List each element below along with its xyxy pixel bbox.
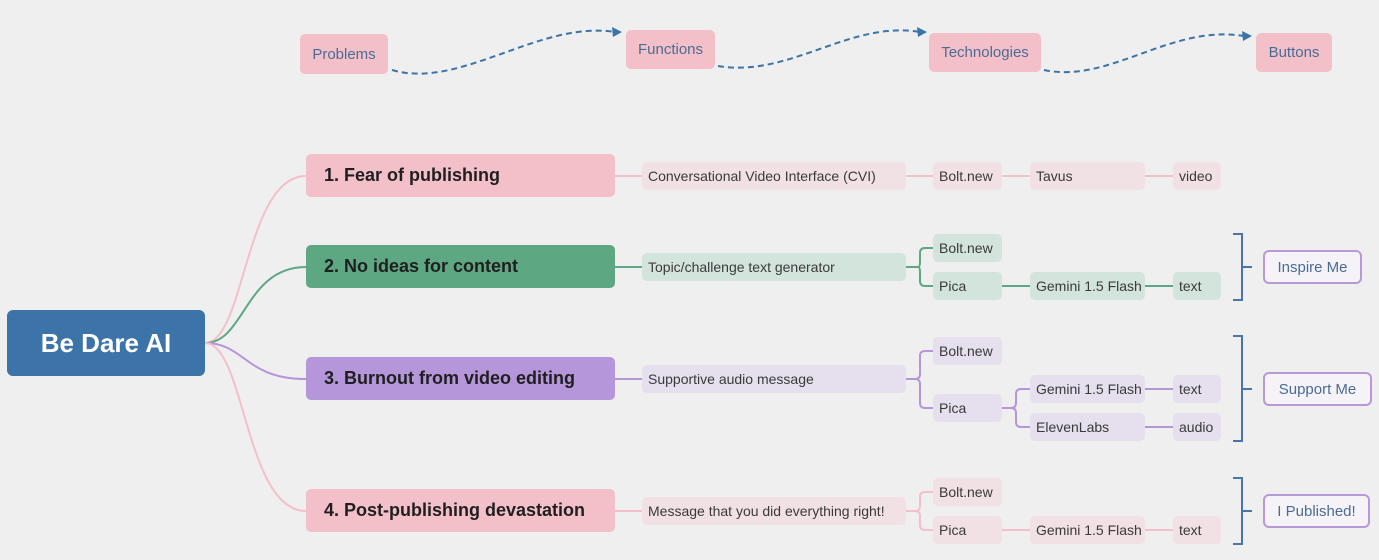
problem-burnout: 3. Burnout from video editing [306,357,615,400]
b4-platform-bolt: Bolt.new [933,478,1002,506]
b4-output: text [1173,516,1221,544]
legend-functions: Functions [626,30,715,69]
function-did-everything-right: Message that you did everything right! [642,497,906,525]
legend-arrow-1 [391,29,616,75]
bracket-1 [1233,233,1252,301]
b3-service-gemini: Gemini 1.5 Flash [1030,375,1145,403]
bracket-2 [1233,335,1252,442]
b2-platform-pica: Pica [933,272,1002,300]
b2-service: Gemini 1.5 Flash [1030,272,1145,300]
legend-problems: Problems [300,34,388,74]
b3-platform-pica: Pica [933,394,1002,422]
bracket-3 [1233,477,1252,545]
legend-technologies: Technologies [929,33,1041,72]
function-topic-generator: Topic/challenge text generator [642,253,906,281]
root-node: Be Dare AI [7,310,205,376]
legend-arrow-3 [1043,33,1245,74]
i-published-button[interactable]: I Published! [1263,494,1370,528]
b3-service-elevenlabs: ElevenLabs [1030,413,1145,441]
problem-no-ideas: 2. No ideas for content [306,245,615,288]
inspire-me-button[interactable]: Inspire Me [1263,250,1362,284]
b2-output: text [1173,272,1221,300]
b3-output-audio: audio [1173,413,1221,441]
problem-fear-of-publishing: 1. Fear of publishing [306,154,615,197]
function-cvi: Conversational Video Interface (CVI) [642,162,906,190]
b2-platform-bolt: Bolt.new [933,234,1002,262]
b4-service: Gemini 1.5 Flash [1030,516,1145,544]
b4-platform-pica: Pica [933,516,1002,544]
b3-platform-bolt: Bolt.new [933,337,1002,365]
b1-output: video [1173,162,1221,190]
support-me-button[interactable]: Support Me [1263,372,1372,406]
problem-post-publishing: 4. Post-publishing devastation [306,489,615,532]
b1-service: Tavus [1030,162,1145,190]
b3-output-text: text [1173,375,1221,403]
legend-arrow-2 [717,29,921,69]
b1-platform: Bolt.new [933,162,1002,190]
legend-buttons: Buttons [1256,33,1332,72]
function-audio-message: Supportive audio message [642,365,906,393]
